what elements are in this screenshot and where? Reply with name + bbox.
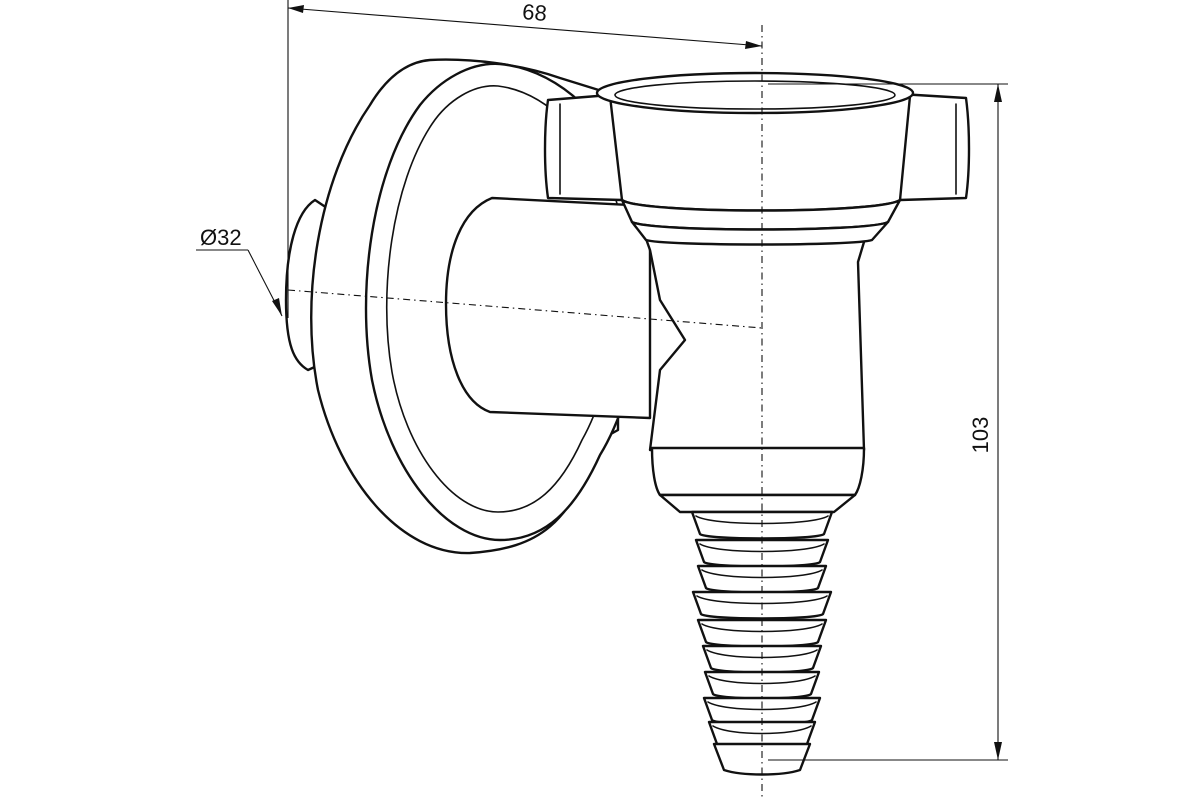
elbow-lower-collar xyxy=(650,446,866,497)
elbow-upper xyxy=(638,220,872,452)
nut-left-wing xyxy=(543,92,624,202)
horizontal-centerline xyxy=(287,289,763,329)
barb-rib-edge xyxy=(708,675,816,685)
nut-top-rim xyxy=(595,71,915,115)
height-arrow-top xyxy=(994,84,1002,102)
height-dimension: 103 xyxy=(768,83,1008,761)
barb-tip xyxy=(712,742,812,776)
width-dimension: 68 xyxy=(287,0,763,318)
width-label: 68 xyxy=(521,0,547,26)
union-nut xyxy=(543,71,971,246)
barb-rib-edge xyxy=(699,543,825,553)
horizontal-pipe xyxy=(444,196,652,420)
barb-rib-edge xyxy=(707,701,817,711)
diameter-arrow xyxy=(272,298,282,316)
height-label: 103 xyxy=(968,417,993,454)
diameter-label: Ø32 xyxy=(200,225,242,250)
centerlines xyxy=(287,25,763,800)
width-dimension-line xyxy=(287,7,763,47)
nut-right-wing xyxy=(898,92,971,202)
elbow-body xyxy=(638,220,872,514)
pipe-body xyxy=(444,196,652,420)
barb-rib-edge xyxy=(712,725,812,735)
nut-top-opening xyxy=(614,80,896,110)
height-arrow-bottom xyxy=(994,742,1002,760)
diameter-dimension: Ø32 xyxy=(196,225,283,317)
elbow-neck-taper xyxy=(658,493,857,514)
barb-rib-edge xyxy=(701,569,823,579)
width-arrow-left xyxy=(288,5,304,13)
nut-lower-band xyxy=(630,220,890,246)
width-arrow-right xyxy=(745,41,762,49)
